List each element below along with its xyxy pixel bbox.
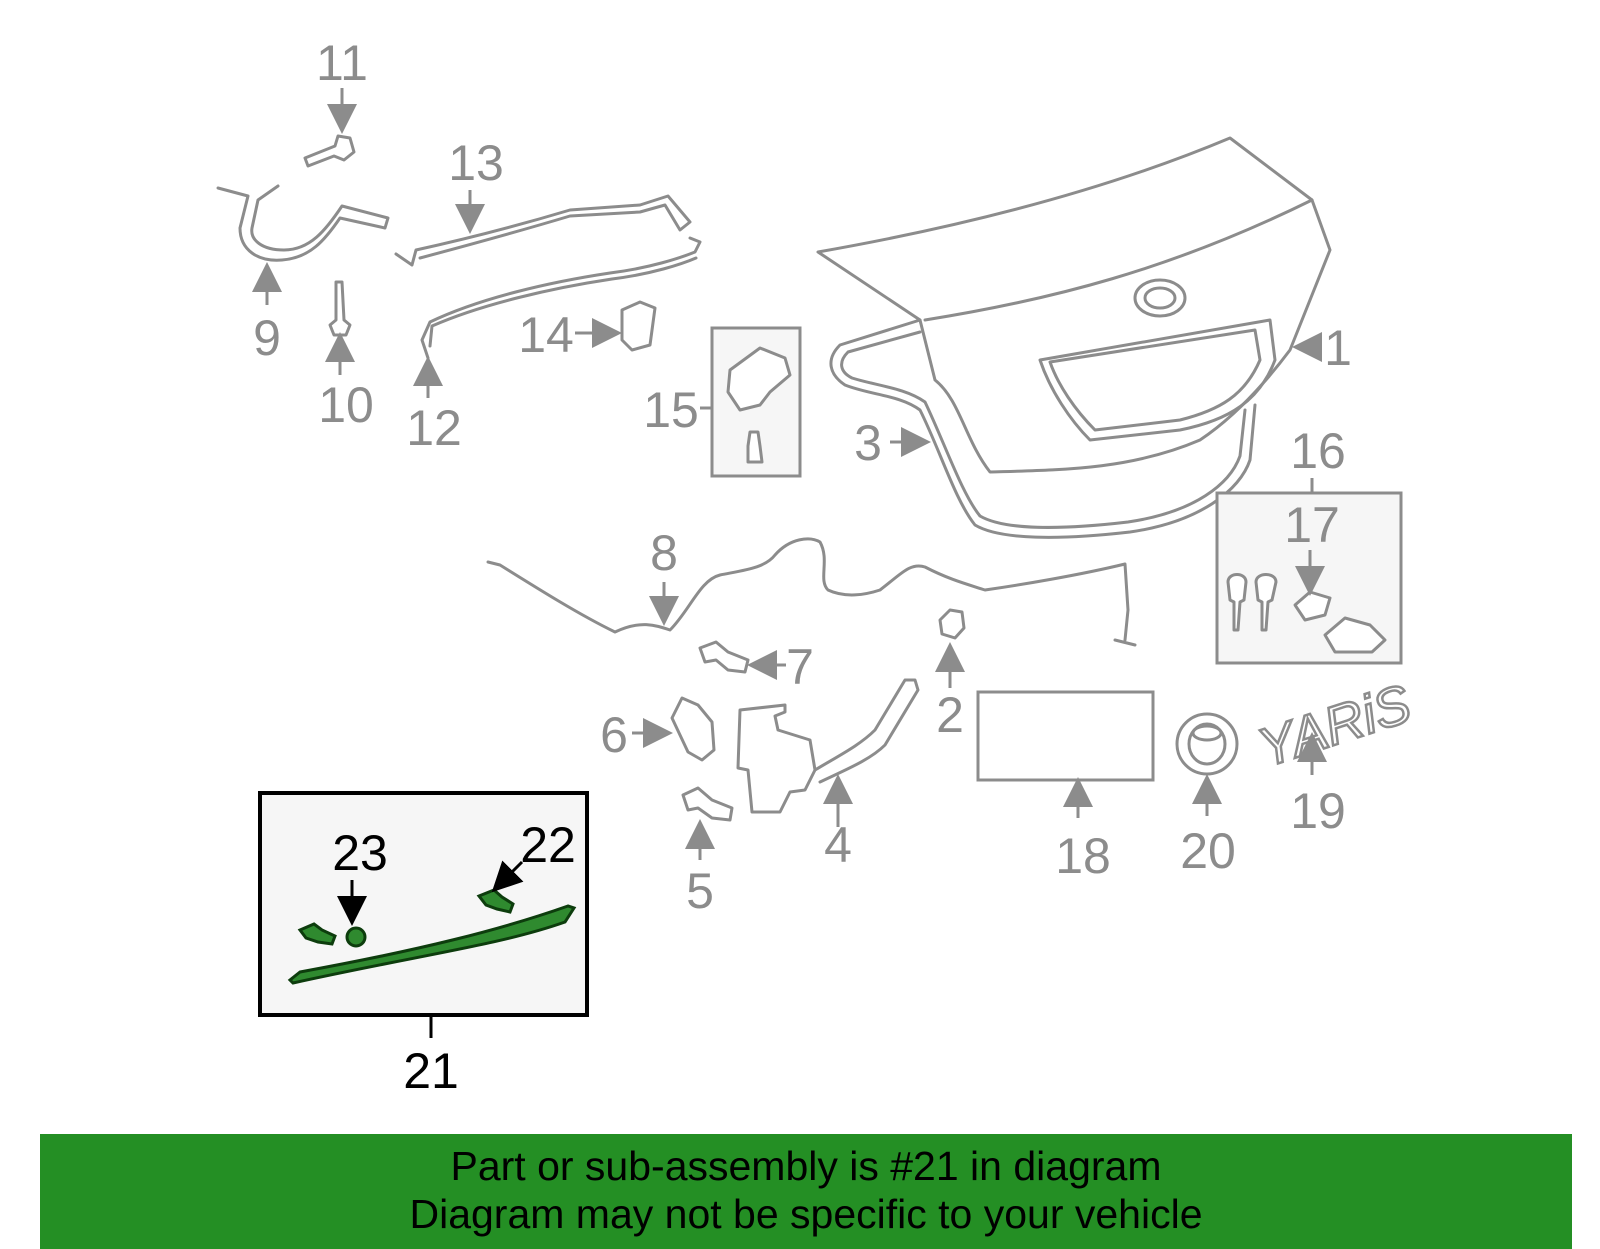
emblem-19: YARiS: [1251, 673, 1418, 778]
callout-11: 11: [316, 35, 368, 91]
banner-line-2: Diagram may not be specific to your vehi…: [409, 1191, 1203, 1237]
latch: [736, 678, 920, 814]
clip-23[interactable]: [345, 926, 367, 948]
callout-6: 6: [600, 707, 628, 763]
callout-13: 13: [448, 135, 504, 191]
bolt-10: [328, 280, 352, 337]
label-18: [976, 690, 1155, 782]
callout-5: 5: [686, 863, 714, 919]
trunk-weatherstrip: [829, 318, 1257, 539]
hinge: [216, 184, 390, 262]
callout-21: 21: [403, 1043, 459, 1099]
callout-14: 14: [518, 307, 574, 363]
callout-16: 16: [1290, 423, 1346, 479]
trunk-lid: [816, 136, 1332, 474]
bolt-7: [698, 640, 750, 674]
torsion-bar-13: [394, 194, 692, 267]
callout-18: 18: [1055, 828, 1111, 884]
bracket-6: [670, 696, 716, 762]
callout-23: 23: [332, 825, 388, 881]
info-banner: Part or sub-assembly is #21 in diagram D…: [40, 1134, 1572, 1249]
callout-15: 15: [643, 382, 699, 438]
callout-4: 4: [824, 817, 852, 873]
garnish-21[interactable]: [287, 904, 577, 985]
callout-19: 19: [1290, 783, 1346, 839]
callout-12: 12: [406, 400, 462, 456]
callout-22: 22: [520, 817, 576, 873]
bumper-2: [938, 608, 966, 640]
screw-21a[interactable]: [297, 922, 337, 946]
banner-line-1: Part or sub-assembly is #21 in diagram: [450, 1143, 1162, 1189]
callout-1: 1: [1324, 320, 1352, 376]
callout-17: 17: [1284, 497, 1340, 553]
callout-3: 3: [854, 415, 882, 471]
callout-20: 20: [1180, 823, 1236, 879]
emblem-20: [1175, 712, 1239, 776]
bolt-5: [681, 786, 734, 822]
callout-10: 10: [318, 377, 374, 433]
release-cable: [486, 537, 1130, 642]
callout-8: 8: [650, 525, 678, 581]
torsion-bar-12: [420, 236, 702, 360]
callout-7: 7: [786, 639, 814, 695]
bumper-14: [620, 300, 657, 352]
callout-9: 9: [253, 310, 281, 366]
callout-2: 2: [936, 687, 964, 743]
bolt-11: [303, 134, 356, 168]
